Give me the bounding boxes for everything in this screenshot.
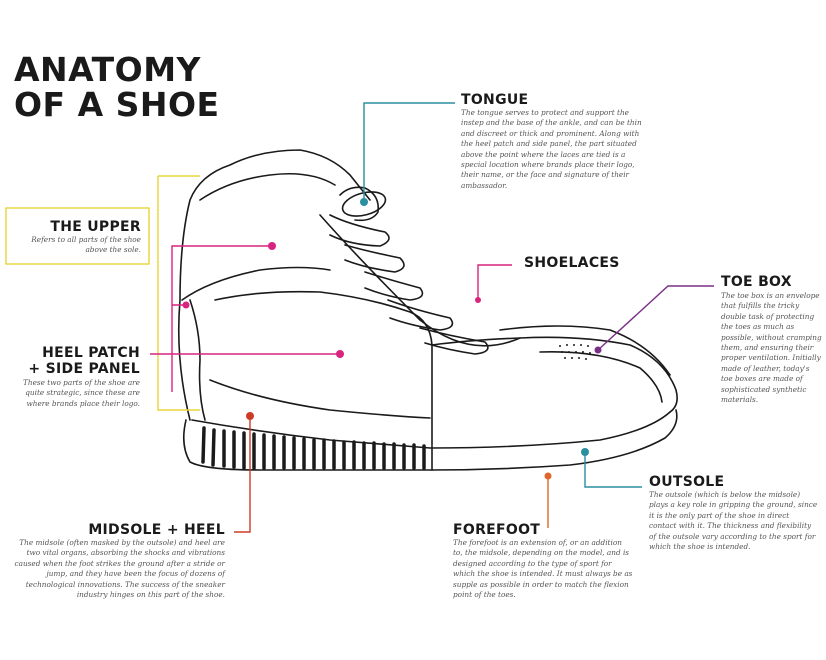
shoelace-5	[419, 327, 489, 355]
tongue-leader	[363, 102, 455, 202]
outsole-dot	[581, 448, 589, 456]
toe-box-dot	[594, 346, 602, 354]
vamp-outline	[431, 336, 678, 413]
forefoot-description: The forefoot is an extension of, or an a…	[453, 538, 633, 600]
eyestay	[319, 214, 521, 347]
heel-counter	[189, 299, 206, 421]
midsole-description: The midsole (often masked by the outsole…	[14, 538, 225, 600]
upper-leader	[157, 175, 200, 411]
callout-dots	[182, 198, 602, 480]
outsole-leader	[584, 452, 642, 488]
page-title: ANATOMY OF A SHOE	[14, 52, 220, 122]
tongue-label: TONGUE	[461, 92, 529, 108]
title-line-1: ANATOMY	[14, 50, 201, 89]
tongue-dot	[360, 198, 368, 206]
sole-top-line	[191, 411, 671, 449]
midsole-leader	[234, 416, 251, 533]
title-line-2: OF A SHOE	[14, 85, 220, 124]
midsole-label: MIDSOLE + HEEL	[88, 522, 225, 538]
side-panel-dot	[182, 301, 190, 309]
outsole-tread	[201, 426, 426, 470]
shoelace-2	[344, 244, 405, 273]
outsole-label: OUTSOLE	[649, 474, 725, 490]
side-panel-bottom	[209, 379, 431, 419]
shoelaces-leader	[477, 264, 512, 300]
shoelaces-dot	[475, 297, 481, 303]
shoelace-4	[387, 299, 454, 331]
heel-patch-label-line-2: + SIDE PANEL	[28, 361, 140, 377]
shoe-illustration	[177, 149, 678, 471]
shoelaces-label: SHOELACES	[524, 255, 620, 271]
upper-dot	[268, 242, 276, 250]
shoelace-3	[364, 271, 424, 301]
collar-inner	[199, 172, 336, 201]
toe-box-perforations	[559, 344, 591, 360]
shoelace-1	[329, 214, 390, 247]
heel-patch-label-line-1: HEEL PATCH	[42, 345, 140, 361]
upper-outline	[177, 149, 371, 421]
toe-cap-line	[539, 351, 663, 403]
upper-label-box	[5, 207, 150, 265]
toe-box-stitch	[499, 325, 671, 376]
forefoot-label: FOREFOOT	[453, 522, 541, 538]
upper-label: THE UPPER	[50, 219, 141, 235]
callout-leaders	[5, 102, 714, 533]
heel-patch-label: HEEL PATCH + SIDE PANEL	[12, 345, 140, 377]
outsole-description: The outsole (which is below the midsole)…	[649, 490, 818, 552]
heel-patch-dot	[336, 350, 344, 358]
tongue-outline	[339, 186, 380, 222]
heel-patch-description: These two parts of the shoe are quite st…	[23, 378, 140, 408]
sole-outline	[182, 409, 678, 471]
forefoot-dot	[544, 472, 552, 480]
toe-box-leader	[597, 285, 714, 351]
heel-cup	[181, 266, 331, 301]
midsole-dot	[246, 412, 254, 420]
toe-box-label: TOE BOX	[721, 274, 792, 290]
upper-description: Refers to all parts of the shoe above th…	[31, 235, 141, 255]
side-panel-outline	[214, 290, 433, 446]
toe-box-description: The toe box is an envelope that fulfills…	[721, 291, 822, 405]
tongue-description: The tongue serves to protect and support…	[461, 108, 642, 190]
